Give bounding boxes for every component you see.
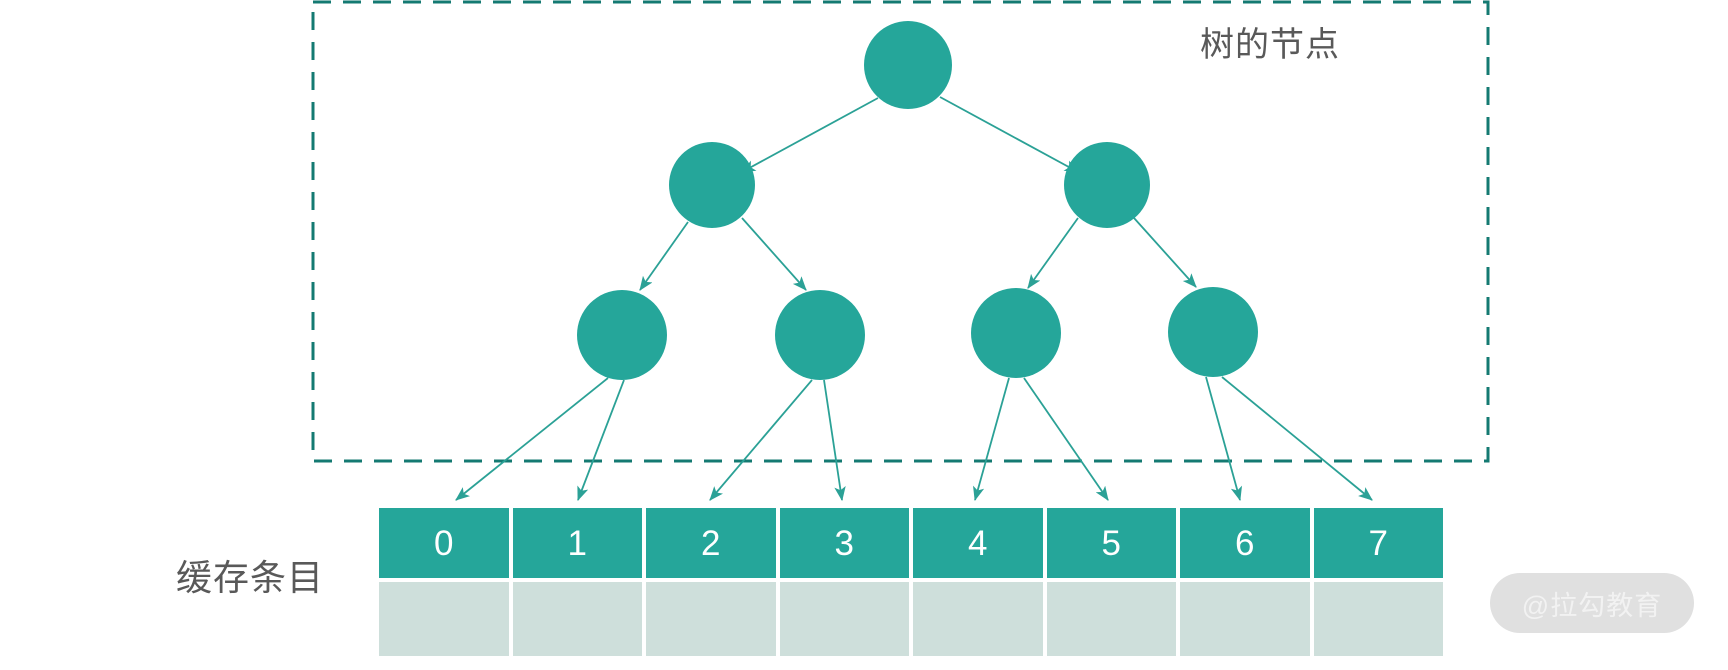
- edge-leaf-3-to-cell-7: [1221, 376, 1373, 501]
- cache-slot-cell[interactable]: [779, 582, 913, 656]
- cache-slot-cell[interactable]: [379, 582, 513, 656]
- edge-leaf-3-to-cell-6: [1205, 376, 1243, 502]
- edge-root-to-right-node: [939, 96, 1079, 173]
- cache-index-cell[interactable]: 0: [379, 508, 513, 578]
- tree-node-leaf-2[interactable]: [971, 288, 1061, 378]
- tree-node-left[interactable]: [669, 142, 755, 228]
- cache-slot-cell[interactable]: [1180, 582, 1314, 656]
- cache-slot-cell[interactable]: [646, 582, 780, 656]
- edge-left-node-to-leaf-1: [741, 217, 807, 291]
- cache-slot-cell[interactable]: [913, 582, 1047, 656]
- tree-node-root[interactable]: [864, 21, 952, 109]
- cache-index-cell[interactable]: 1: [512, 508, 646, 578]
- tree-node-leaf-1[interactable]: [775, 290, 865, 380]
- tree-region-label: 树的节点: [1200, 26, 1340, 64]
- cache-index-cell[interactable]: 7: [1313, 508, 1443, 578]
- tree-node-right[interactable]: [1064, 142, 1150, 228]
- edge-leaf-2-to-cell-4: [973, 377, 1010, 502]
- cache-index-cell[interactable]: 5: [1046, 508, 1180, 578]
- cache-index-row: 0 1 2 3 4 5 6 7: [379, 508, 1443, 578]
- cache-index-cell[interactable]: 2: [646, 508, 780, 578]
- edge-root-to-left-node: [741, 97, 879, 173]
- cache-slot-cell[interactable]: [512, 582, 646, 656]
- edge-leaf-0-to-cell-1: [577, 379, 625, 502]
- cache-slot-cell[interactable]: [1046, 582, 1180, 656]
- cache-table: 0 1 2 3 4 5 6 7: [379, 508, 1443, 656]
- tree-node-leaf-0[interactable]: [577, 290, 667, 380]
- edge-right-node-to-leaf-3: [1133, 217, 1197, 288]
- edge-leaf-0-to-cell-0: [455, 377, 609, 501]
- cache-slot-row: [379, 582, 1443, 656]
- cache-slot-cell[interactable]: [1313, 582, 1443, 656]
- edge-leaf-1-to-cell-3: [823, 379, 846, 502]
- cache-row-label: 缓存条目: [176, 557, 325, 598]
- tree-node-leaf-3[interactable]: [1168, 287, 1258, 377]
- tree-region-boundary: [311, 0, 1490, 463]
- watermark-badge: @拉勾教育: [1490, 573, 1694, 633]
- edge-right-node-to-leaf-2: [1027, 217, 1079, 289]
- edge-left-node-to-leaf-0: [639, 221, 689, 291]
- edge-leaf-2-to-cell-5: [1023, 377, 1109, 501]
- cache-index-cell[interactable]: 4: [913, 508, 1047, 578]
- edge-leaf-1-to-cell-2: [709, 379, 813, 501]
- cache-index-cell[interactable]: 3: [779, 508, 913, 578]
- cache-index-cell[interactable]: 6: [1180, 508, 1314, 578]
